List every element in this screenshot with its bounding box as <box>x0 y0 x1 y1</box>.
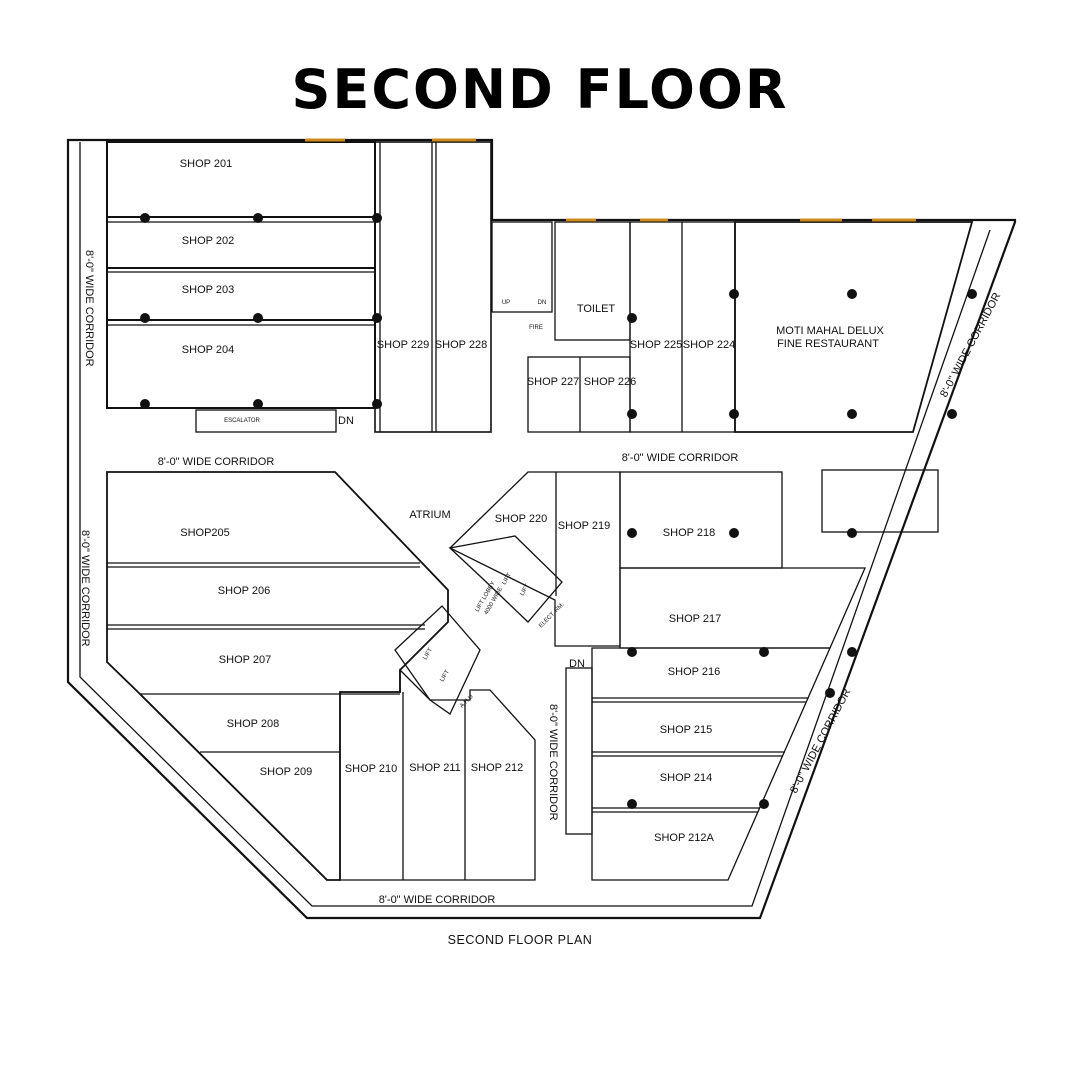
corridor-right-lower-label: 8'-0" WIDE CORRIDOR <box>788 687 853 796</box>
shop-217-wall <box>619 567 866 649</box>
stair-dn-label: DN <box>538 300 547 306</box>
walls <box>66 138 1017 920</box>
escalator-mid <box>565 667 593 835</box>
columns <box>140 213 977 809</box>
corridor-left-lower-label: 8'-0" WIDE CORRIDOR <box>79 530 91 647</box>
corridor-left-upper-label: 8'-0" WIDE CORRIDOR <box>83 250 95 367</box>
ahu-label: A.H.U <box>459 694 475 710</box>
block-201-204 <box>106 141 376 409</box>
shop-212-label: SHOP 212 <box>471 762 523 774</box>
shop-209-label: SHOP 209 <box>260 766 312 778</box>
lift-4-label: LIFT <box>440 669 452 683</box>
stair-top <box>491 221 553 313</box>
corridor-mid-right-label: 8'-0" WIDE CORRIDOR <box>622 452 739 464</box>
plan-title: SECOND FLOOR PLAN <box>448 933 593 947</box>
lift-3-label: LIFT <box>423 647 435 661</box>
shop-225-label: SHOP 225 <box>630 339 682 351</box>
toilet-label: TOILET <box>577 303 616 315</box>
outer-wall <box>66 138 1017 920</box>
restaurant-label-1: MOTI MAHAL DELUX <box>776 325 884 337</box>
restaurant-label-2: FINE RESTAURANT <box>777 338 879 350</box>
shop-224-label: SHOP 224 <box>683 339 735 351</box>
escalator-mid-dn-label: DN <box>569 658 585 670</box>
block-205-209 <box>106 471 449 881</box>
block-210-212 <box>339 668 536 881</box>
corridor-edge-left <box>79 142 991 907</box>
shop-204-label: SHOP 204 <box>182 344 234 356</box>
shop-229-label: SHOP 229 <box>377 339 429 351</box>
block-216-212a <box>591 647 831 881</box>
shop-227-label: SHOP 227 <box>527 376 579 388</box>
escalator-label: ESCALATOR <box>224 418 260 424</box>
shop-220-label: SHOP 220 <box>495 513 547 525</box>
shop-211-label: SHOP 211 <box>409 762 461 774</box>
lift-2-label: LIFT <box>520 583 532 597</box>
restaurant-wall <box>734 221 974 433</box>
page-heading: SECOND FLOOR <box>291 58 789 121</box>
shop-215-label: SHOP 215 <box>660 724 712 736</box>
toilet-room <box>554 221 631 341</box>
shop-202-label: SHOP 202 <box>182 235 234 247</box>
shop-214-label: SHOP 214 <box>660 772 712 784</box>
lift-1-label: LIFT <box>502 572 514 586</box>
shop-208-label: SHOP 208 <box>227 718 279 730</box>
corridor-mid-left-label: 8'-0" WIDE CORRIDOR <box>158 456 275 468</box>
escalator-top-dn-label: DN <box>338 415 354 427</box>
lift-core-lower <box>394 605 481 715</box>
shop-210-label: SHOP 210 <box>345 763 397 775</box>
stair-right <box>821 469 939 533</box>
shop-217-label: SHOP 217 <box>669 613 721 625</box>
shop-203-label: SHOP 203 <box>182 284 234 296</box>
corridor-center-vertical-label: 8'-0" WIDE CORRIDOR <box>547 704 559 821</box>
stair-up-label: UP <box>502 300 510 306</box>
windows <box>305 138 916 222</box>
block-229-228 <box>374 141 492 433</box>
shop-226-label: SHOP 226 <box>584 376 636 388</box>
shop-218-wall <box>619 471 783 569</box>
block-227-226 <box>527 356 631 433</box>
fire-label: FIRE <box>529 325 543 331</box>
escalator-top <box>195 409 337 433</box>
shop-207-label: SHOP 207 <box>219 654 271 666</box>
atrium-label: ATRIUM <box>409 509 450 521</box>
shop-219-label: SHOP 219 <box>558 520 610 532</box>
shop-228-label: SHOP 228 <box>435 339 487 351</box>
shop-205-label: SHOP205 <box>180 527 230 539</box>
shop-206-label: SHOP 206 <box>218 585 270 597</box>
lift-core-upper <box>448 535 563 623</box>
shop-218-label: SHOP 218 <box>663 527 715 539</box>
shop-212a-label: SHOP 212A <box>654 832 714 844</box>
corridor-bottom-label: 8'-0" WIDE CORRIDOR <box>379 894 496 906</box>
block-220-219 <box>448 471 621 647</box>
shop-216-label: SHOP 216 <box>668 666 720 678</box>
shop-201-label: SHOP 201 <box>180 158 232 170</box>
